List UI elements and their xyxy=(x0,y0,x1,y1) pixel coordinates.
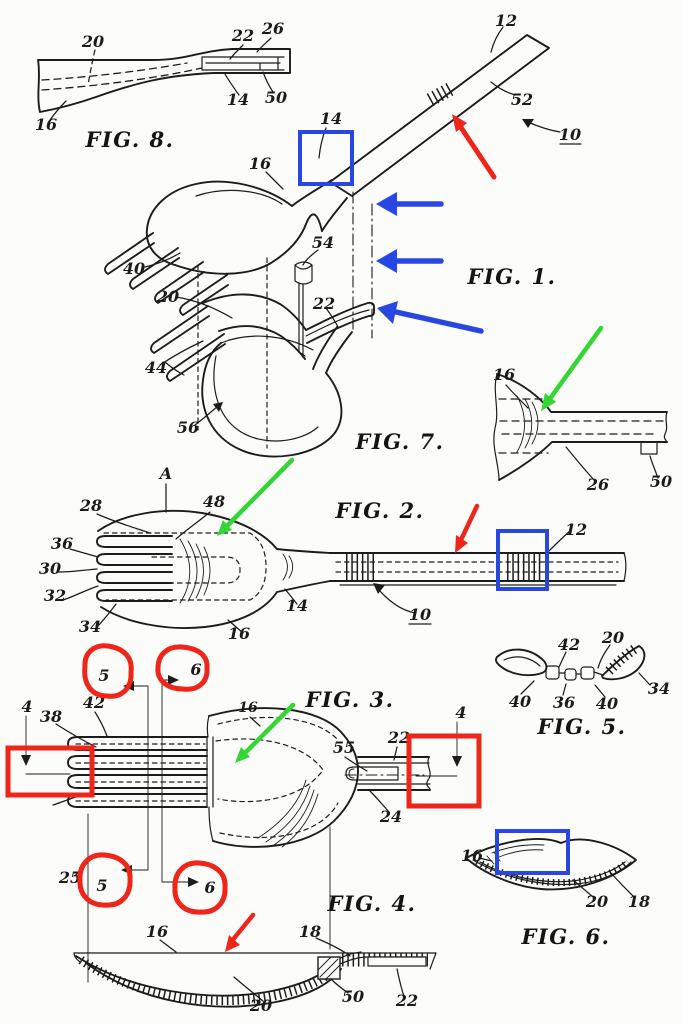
fig3-ref-24: 24 xyxy=(379,807,402,826)
fig1-ref-14: 14 xyxy=(320,109,342,128)
red-box-fig3-right xyxy=(406,733,482,809)
fig6-ref-16: 16 xyxy=(461,846,483,865)
fig1-ref-20: 20 xyxy=(156,287,179,306)
green-arrow-fig3 xyxy=(240,702,296,758)
blue-box-fig1 xyxy=(298,130,354,186)
fig5-ref-36: 36 xyxy=(553,693,575,712)
fig1-ref-54: 54 xyxy=(312,233,334,252)
fig7-ref-26: 26 xyxy=(586,475,609,494)
fig1-ref-10: 10 xyxy=(559,125,581,144)
fig8-ref-16: 16 xyxy=(35,115,57,134)
fig3-ref-4-right: 4 xyxy=(455,703,466,722)
red-arrow-fig1 xyxy=(457,123,497,180)
fig5-ref-42: 42 xyxy=(558,635,580,654)
fig2-ref-A: A xyxy=(158,464,172,483)
fig3-ref-22: 22 xyxy=(387,728,410,747)
fig3-line-art: 4 38 42 16 55 22 24 4 25 5 6 5 6 FIG. 3. xyxy=(21,660,467,983)
fig7-line-art: 16 26 50 FIG. 7. xyxy=(355,365,673,494)
fig2-ref-36: 36 xyxy=(51,534,73,553)
fig3-ref-42: 42 xyxy=(83,693,105,712)
fig8-ref-20: 20 xyxy=(81,32,104,51)
fig1-title: FIG. 1. xyxy=(467,264,557,289)
fig2-ref-14: 14 xyxy=(286,596,308,615)
fig4-line-art: 16 18 20 50 22 FIG. 4. xyxy=(73,891,437,1015)
fig4-ref-50: 50 xyxy=(342,987,364,1006)
red-circle-5-bottom xyxy=(77,852,133,908)
fig4-ref-20: 20 xyxy=(249,996,272,1015)
fig5-ref-34: 34 xyxy=(648,679,670,698)
blue-annotations xyxy=(298,130,570,875)
green-annotations xyxy=(217,325,604,763)
red-circle-6-top xyxy=(155,644,210,692)
fig1-ref-12: 12 xyxy=(495,11,517,30)
fig5-title: FIG. 5. xyxy=(537,714,627,739)
fig1-ref-52: 52 xyxy=(511,90,533,109)
fig1-ref-44: 44 xyxy=(145,358,167,377)
fig6-line-art: 16 20 18 FIG. 6. xyxy=(461,838,650,949)
fig3-title: FIG. 3. xyxy=(305,687,395,712)
fig2-ref-10: 10 xyxy=(409,605,431,624)
fig7-title: FIG. 7. xyxy=(355,429,445,454)
fig4-title: FIG. 4. xyxy=(327,891,417,916)
fig2-line-art: A 28 48 36 30 32 34 16 14 10 12 FIG. 2. xyxy=(39,464,627,643)
fig8-ref-14: 14 xyxy=(227,90,249,109)
fig1-ref-22: 22 xyxy=(312,294,335,313)
fig1-ref-56: 56 xyxy=(177,418,199,437)
fig8-ref-50: 50 xyxy=(265,88,287,107)
fig5-ref-40b: 40 xyxy=(596,694,618,713)
fig5-ref-40a: 40 xyxy=(509,692,531,711)
fig6-title: FIG. 6. xyxy=(521,924,611,949)
fig8-title: FIG. 8. xyxy=(85,127,175,152)
red-arrow-fig4 xyxy=(228,912,256,945)
fig8-ref-22: 22 xyxy=(231,26,254,45)
green-arrow-fig2 xyxy=(223,457,295,530)
fig3-section-6-bottom: 6 xyxy=(204,878,215,897)
fig1-ref-16: 16 xyxy=(249,154,271,173)
fig2-ref-48: 48 xyxy=(203,492,225,511)
fig2-ref-32: 32 xyxy=(44,586,66,605)
blue-box-fig2 xyxy=(496,529,549,591)
fig3-ref-55: 55 xyxy=(333,738,355,757)
fig1-line-art: 12 52 10 14 16 40 54 20 22 44 56 FIG. 1. xyxy=(104,11,582,458)
blue-box-fig6 xyxy=(495,829,570,875)
fig3-section-6-top: 6 xyxy=(190,660,201,679)
fig1-ref-40: 40 xyxy=(123,259,145,278)
fig2-ref-28: 28 xyxy=(79,496,102,515)
fig2-title: FIG. 2. xyxy=(335,498,425,523)
fig7-ref-16: 16 xyxy=(493,365,515,384)
fig7-ref-50: 50 xyxy=(650,472,672,491)
fig5-line-art: 42 20 40 36 40 34 FIG. 5. xyxy=(495,628,670,739)
red-arrow-fig2 xyxy=(457,503,480,545)
fig6-ref-20: 20 xyxy=(585,892,608,911)
fig3-ref-38: 38 xyxy=(40,707,62,726)
green-arrow-fig7 xyxy=(546,325,604,403)
fig2-ref-12: 12 xyxy=(565,520,587,539)
fig6-ref-18: 18 xyxy=(628,892,650,911)
fig2-ref-16: 16 xyxy=(228,624,250,643)
fig8-line-art: 20 22 26 14 50 16 FIG. 8. xyxy=(35,19,291,152)
fig5-ref-20: 20 xyxy=(601,628,624,647)
fig2-ref-30: 30 xyxy=(39,559,61,578)
red-circle-5-top xyxy=(82,643,134,699)
fig2-ref-34: 34 xyxy=(79,617,101,636)
fig3-ref-25: 25 xyxy=(58,868,81,887)
fig4-ref-22: 22 xyxy=(395,991,418,1010)
fig3-section-5-top: 5 xyxy=(98,666,109,685)
fig4-ref-16: 16 xyxy=(146,922,168,941)
fig3-ref-4-left: 4 xyxy=(21,697,32,716)
red-annotations xyxy=(5,114,497,952)
red-circle-6-bottom xyxy=(172,860,228,915)
fig3-ref-16: 16 xyxy=(238,700,258,716)
blue-arrow-3 xyxy=(393,309,484,334)
fig8-ref-26: 26 xyxy=(261,19,284,38)
fig4-ref-18: 18 xyxy=(299,922,321,941)
red-box-fig3-left xyxy=(5,745,95,798)
fig3-section-5-bottom: 5 xyxy=(96,876,107,895)
